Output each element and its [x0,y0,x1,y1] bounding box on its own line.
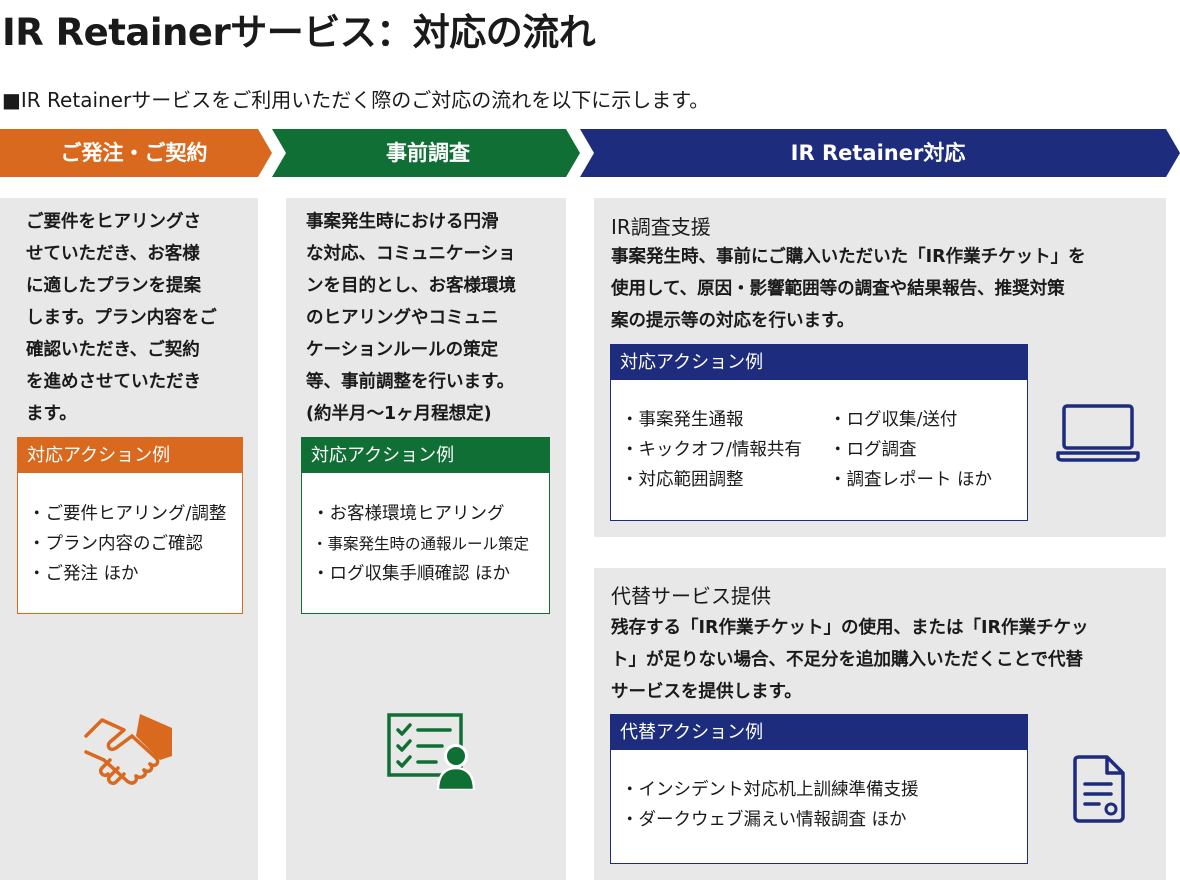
list-item: お客様環境ヒアリング [312,499,529,529]
step-label-retainer: IR Retainer対応 [790,141,966,165]
alt-service-action-title: 代替アクション例 [611,715,1027,750]
list-item: ご発注 ほか [28,559,226,589]
document-icon [1073,755,1125,823]
list-item: プラン内容のご確認 [28,529,226,559]
research-action-box: 対応アクション例 お客様環境ヒアリング 事案発生時の通報ルール策定 ログ収集手順… [301,437,550,614]
alt-service-desc-line: ト」が足りない場合、不足分を追加購入いただくことで代替 [611,650,1083,670]
list-item: ログ調査 [829,435,992,465]
list-item: 事案発生時の通報ルール策定 [312,529,530,559]
research-desc-line: ンを目的とし、お客様環境 [306,276,516,296]
step-label-research: 事前調査 [386,141,470,165]
order-action-list: ご要件ヒアリング/調整 プラン内容のご確認 ご発注 ほか [28,499,227,589]
handshake-icon [84,714,172,786]
arrow-step-retainer [580,129,1180,177]
alt-service-description: 残存する「IR作業チケット」の使用、または「IR作業チケッ ト」が足りない場合、… [611,612,1088,708]
ir-support-desc-line: 事案発生時、事前にご購入いただいた「IR作業チケット」を [611,247,1086,267]
list-item: 調査レポート ほか [829,465,993,495]
list-item: 事案発生通報 [621,405,802,435]
ir-support-action-list-right: ログ収集/送付 ログ調査 調査レポート ほか [829,405,993,495]
alt-service-desc-line: 残存する「IR作業チケット」の使用、または「IR作業チケッ [611,618,1089,638]
order-action-box: 対応アクション例 ご要件ヒアリング/調整 プラン内容のご確認 ご発注 ほか [17,437,243,614]
list-item: キックオフ/情報共有 [621,435,802,465]
alt-service-desc-line: サービスを提供します。 [611,682,802,702]
order-action-title: 対応アクション例 [18,438,242,473]
alt-service-action-box: 代替アクション例 インシデント対応机上訓練準備支援 ダークウェブ漏えい情報調査 … [610,714,1028,864]
research-desc-line: のヒアリングやコミュニ [306,308,499,328]
research-desc-line: (約半月〜1ヶ月程想定) [306,404,492,424]
flow-arrows [0,129,1180,177]
order-description: ご要件をヒアリングさ せていただき、お客様 に適したプランを提案 します。プラン… [26,206,217,430]
order-desc-line: せていただき、お客様 [26,244,200,264]
checklist-person-icon [387,713,476,790]
order-desc-line: ご要件をヒアリングさ [26,212,201,232]
ir-support-action-list-left: 事案発生通報 キックオフ/情報共有 対応範囲調整 [621,405,802,495]
arrow-step-research [272,129,580,177]
list-item: 対応範囲調整 [621,465,802,495]
ir-support-description: 事案発生時、事前にご購入いただいた「IR作業チケット」を 使用して、原因・影響範… [611,241,1086,337]
research-action-title: 対応アクション例 [302,438,549,473]
research-desc-line: な対応、コミュニケーショ [306,244,516,264]
research-desc-line: 事案発生時における円滑 [306,212,499,232]
arrow-step-order [0,129,272,177]
alt-service-action-list: インシデント対応机上訓練準備支援 ダークウェブ漏えい情報調査 ほか [621,775,919,835]
page-title: IR Retainerサービス：対応の流れ [2,11,596,54]
list-item: ご要件ヒアリング/調整 [28,499,227,529]
order-desc-line: に適したプランを提案 [26,276,201,296]
ir-support-action-box: 対応アクション例 事案発生通報 キックオフ/情報共有 対応範囲調整 ログ収集/送… [610,344,1028,521]
ir-support-title: IR調査支援 [611,215,711,239]
order-desc-line: ます。 [26,404,77,424]
ir-support-desc-line: 使用して、原因・影響範囲等の調査や結果報告、推奨対策 [611,279,1065,299]
order-desc-line: します。プラン内容をご [26,308,217,328]
research-action-list: お客様環境ヒアリング 事案発生時の通報ルール策定 ログ収集手順確認 ほか [312,499,530,589]
research-desc-line: ケーションルールの策定 [306,340,499,360]
ir-support-desc-line: 案の提示等の対応を行います。 [611,311,855,331]
order-desc-line: 確認いただき、ご契約 [26,340,200,360]
ir-support-action-title: 対応アクション例 [611,345,1027,380]
list-item: ログ収集/送付 [829,405,992,435]
laptop-icon [1056,404,1140,462]
research-description: 事案発生時における円滑 な対応、コミュニケーショ ンを目的とし、お客様環境 のヒ… [306,206,516,430]
page-subtitle: ■IR Retainerサービスをご利用いただく際のご対応の流れを以下に示します… [2,88,710,112]
list-item: ログ収集手順確認 ほか [312,559,529,589]
list-item: ダークウェブ漏えい情報調査 ほか [621,805,919,835]
order-desc-line: を進めさせていただき [26,372,201,392]
alt-service-title: 代替サービス提供 [611,584,771,608]
research-desc-line: 等、事前調整を行います。 [306,372,515,392]
list-item: インシデント対応机上訓練準備支援 [621,775,919,805]
step-label-order: ご発注・ご契約 [60,141,208,165]
